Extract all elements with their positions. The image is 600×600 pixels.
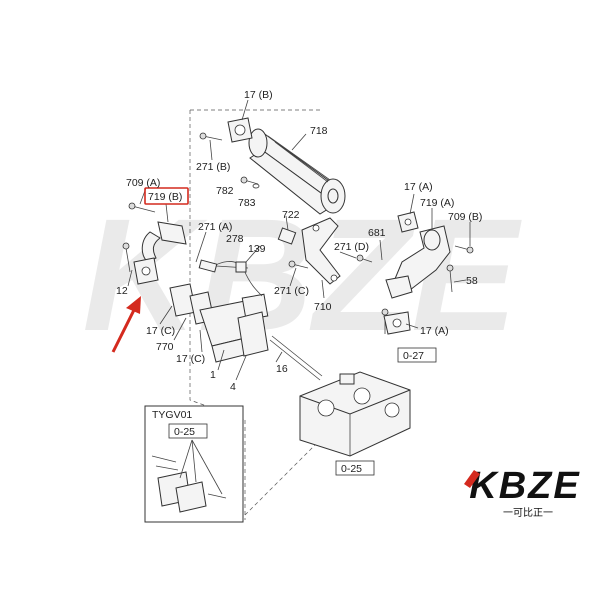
logo-accent-icon: [464, 470, 480, 488]
label-139: 139: [248, 243, 266, 255]
label-1: 1: [210, 369, 216, 381]
label-271d: 271 (D): [334, 241, 369, 253]
label-709b: 709 (B): [448, 211, 482, 223]
label-271c: 271 (C): [274, 285, 309, 297]
bracket-710: [277, 217, 341, 285]
label-17c-2: 17 (C): [176, 353, 205, 365]
label-271a: 271 (A): [198, 221, 232, 233]
label-0-27: 0-27: [403, 350, 424, 362]
sensor-connector: [198, 259, 249, 273]
label-16: 16: [276, 363, 288, 375]
egr-valve-1: [169, 261, 269, 363]
label-719b: 719 (B): [148, 191, 182, 203]
label-783: 783: [238, 197, 256, 209]
pipe-719b: [122, 221, 187, 285]
gasket-17b: [227, 117, 253, 143]
label-719a: 719 (A): [420, 197, 454, 209]
label-17a-top: 17 (A): [404, 181, 433, 193]
label-0-25-main: 0-25: [341, 463, 362, 475]
label-722: 722: [282, 209, 300, 221]
label-17c-1: 17 (C): [146, 325, 175, 337]
label-782: 782: [216, 185, 234, 197]
inset-box: [144, 405, 244, 523]
cylinder-head: [299, 371, 411, 457]
logo-text: KBZE: [469, 465, 580, 507]
label-278: 278: [226, 233, 244, 245]
label-58: 58: [466, 275, 478, 287]
label-271b: 271 (B): [196, 161, 230, 173]
red-arrow-icon: [111, 296, 141, 353]
label-718: 718: [310, 125, 328, 137]
label-710: 710: [314, 301, 332, 313]
label-4: 4: [230, 381, 236, 393]
pipe-719a: [383, 211, 451, 335]
logo-subtext: 一可比正一: [503, 507, 553, 519]
label-17a-bot: 17 (A): [420, 325, 449, 337]
label-12: 12: [116, 285, 128, 297]
label-0-25-inset: 0-25: [174, 426, 195, 438]
label-17b-top: 17 (B): [244, 89, 273, 101]
label-681: 681: [368, 227, 386, 239]
brand-logo: KBZE 一可比正一: [464, 465, 580, 519]
label-tygv01: TYGV01: [152, 409, 192, 421]
egr-cooler-718: [248, 128, 346, 215]
label-709a: 709 (A): [126, 177, 160, 189]
bolts-group: [128, 132, 474, 381]
label-770: 770: [156, 341, 174, 353]
highlight-box: [144, 187, 189, 205]
